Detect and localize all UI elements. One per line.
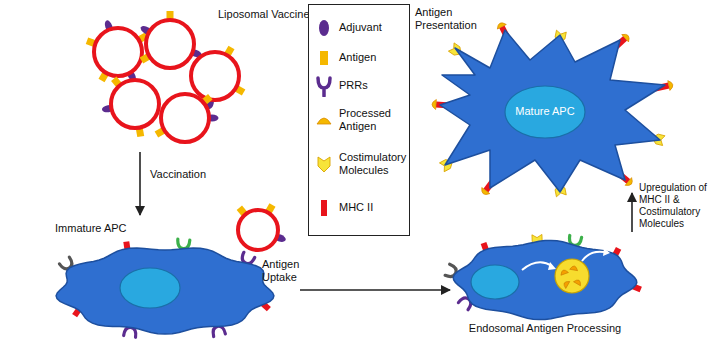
legend-box: AdjuvantAntigenPRRsProcessed AntigenCost… [308,4,410,236]
legend-icon [313,109,335,131]
processed-antigen [570,265,579,270]
label-holder: Antigen Uptake [262,258,308,284]
nucleus [120,268,180,308]
costimulatory-molecule [318,157,330,172]
connector-arrow [631,193,633,232]
immature-apc: Immature APC [45,215,300,340]
processed-antigen [496,21,507,29]
connector-arrow [300,289,450,291]
processed-antigen [562,280,569,289]
transport-arrow [582,252,604,261]
legend-icon [313,17,335,39]
legend-label: Processed Antigen [339,107,405,133]
edge-label: Vaccination [150,168,230,181]
mature-apc-body [440,30,665,192]
liposome [111,80,159,128]
legend-row: PRRs [313,79,405,92]
liposome [238,210,278,250]
processed-antigen [479,188,489,197]
liposome [146,20,194,68]
adjuvant [319,20,329,36]
node-label: Liposomal Vaccine [218,8,310,21]
transport-arrow [522,262,552,270]
edge-label-holder: Upregulation of MHC II & Costimulatory M… [639,182,707,230]
processed-antigen [560,269,569,275]
transport-arrowhead [548,262,556,270]
antigen [320,51,328,65]
nucleus [471,265,519,299]
legend-label: PRRs [339,79,405,92]
legend-row: Processed Antigen [313,107,405,133]
cell-body [453,240,637,319]
mature-apc: Mature APC [440,28,670,193]
prr-receptor [318,78,330,96]
legend-row: Adjuvant [313,21,405,34]
annotation-label: Antigen Presentation [415,6,481,32]
illustration-part [432,21,674,197]
legend-label: MHC II [339,201,405,214]
processed-antigen [625,178,634,188]
processed-antigen [432,99,437,109]
liposome-group: Liposomal Vaccine [90,0,312,152]
liposome [161,94,209,142]
illustration-part [445,234,642,319]
legend-row: Antigen [313,51,405,64]
illustration-part [570,265,579,270]
node-label: Immature APC [55,222,127,235]
connector-arrow [139,152,141,215]
legend-icon [313,75,335,97]
cell-body [56,248,274,334]
node-label: Endosomal Antigen Processing [455,322,635,335]
edge-label: Upregulation of MHC II & Costimulatory M… [639,182,707,230]
endosome [555,259,589,293]
legend-label: Adjuvant [339,21,405,34]
processed-antigen [317,118,331,124]
edge-label-holder: Vaccination [150,168,230,181]
nucleus [505,86,585,138]
illustration-part [562,280,569,289]
legend-label: Costimulatory Molecules [339,151,405,177]
illustration-part [86,11,246,142]
legend-label: Antigen [339,51,405,64]
illustration-part [574,278,583,285]
label-holder: Antigen Presentation [415,6,481,32]
processed-antigen [574,278,583,285]
legend-icon [313,197,335,219]
mhc-ii [321,200,327,216]
legend-row: MHC II [313,201,405,214]
legend-icon [313,153,335,175]
liposome [191,52,239,100]
cell-illustration [90,0,305,152]
node-label: Mature APC [505,105,585,118]
legend-icon [313,47,335,69]
processed-antigen [668,80,674,91]
liposome [94,28,142,76]
annotation-label: Antigen Uptake [262,258,308,284]
transport-arrowhead [603,248,610,256]
processing-apc: Endosomal Antigen Processing [450,232,665,342]
legend-row: Costimulatory Molecules [313,151,405,177]
illustration-part [560,269,569,275]
processed-antigen [622,32,632,42]
